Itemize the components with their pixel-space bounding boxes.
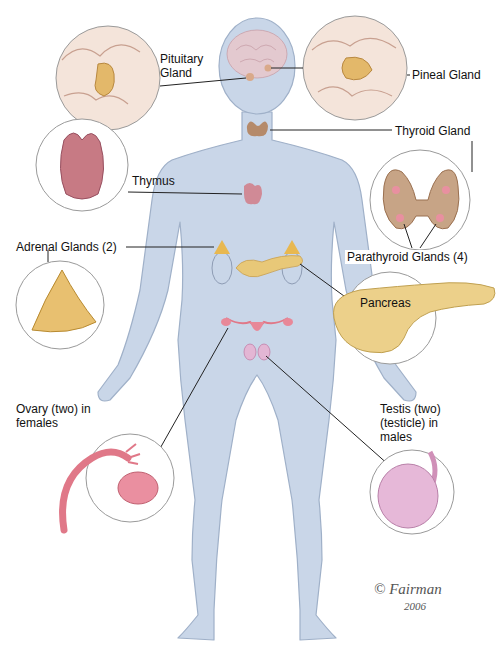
- adrenal-inset-shape: [32, 270, 96, 332]
- ovary-right-small: [283, 318, 293, 326]
- inset-circle: [56, 26, 160, 130]
- leader-line: [420, 224, 436, 248]
- inset-circle: [303, 16, 407, 120]
- testis-inset: [266, 356, 454, 534]
- testis-inset-shape: [378, 464, 438, 528]
- signature-year: 2006: [404, 599, 426, 613]
- gland-label: Thyroid Gland: [395, 124, 470, 138]
- inset-circle: [36, 119, 128, 211]
- fimbriae: [126, 444, 140, 464]
- pancreas-small: [236, 256, 303, 277]
- parathyroid-dot: [396, 214, 404, 222]
- thymus-inset: [36, 119, 242, 211]
- pituitary-dot: [246, 73, 254, 81]
- pituitary-gland-inset: [95, 63, 114, 96]
- brain: [227, 30, 287, 78]
- leader-line: [472, 141, 473, 172]
- ovary-left-small: [221, 318, 231, 326]
- leader-line: [404, 224, 412, 248]
- inset-circle: [16, 261, 104, 349]
- pineal-dot: [265, 65, 272, 72]
- brain-folds-inset: [62, 45, 140, 104]
- inset-circle: [86, 434, 174, 522]
- thyroid-small: [247, 121, 268, 136]
- pituitary-inset: [56, 26, 246, 130]
- leader-line: [270, 130, 392, 131]
- gland-label: Pancreas: [360, 296, 411, 310]
- parathyroid-dot: [442, 186, 450, 194]
- leader-line: [271, 68, 303, 69]
- head: [219, 18, 295, 114]
- leader-line: [126, 247, 214, 248]
- gland-label: Testis (two) (testicle) in males: [380, 402, 460, 444]
- parathyroid-dot: [392, 186, 400, 194]
- inset-circle: [370, 450, 454, 534]
- leader-line: [128, 192, 242, 194]
- pancreas-inset: [300, 264, 495, 364]
- kidney-left: [212, 252, 232, 284]
- brain-folds-inset: [312, 38, 396, 96]
- body-outline: [98, 112, 416, 640]
- pancreas-inset-shape: [334, 283, 495, 353]
- pineal-inset: [271, 16, 410, 120]
- thymus-inset-shape: [60, 133, 103, 199]
- gland-label: Parathyroid Glands (4): [345, 250, 470, 264]
- gland-label: Ovary (two) in females: [16, 402, 96, 430]
- adrenal-right: [284, 240, 300, 254]
- thyroid-inset: [270, 130, 472, 250]
- adrenal-inset: [16, 247, 214, 349]
- gland-label: Adrenal Glands (2): [16, 240, 117, 254]
- ovary-inset: [63, 328, 228, 530]
- gland-label: Pineal Gland: [412, 68, 481, 82]
- adrenal-left: [214, 240, 230, 254]
- thymus-small: [244, 183, 262, 204]
- brain-folds: [236, 45, 276, 62]
- leader-line: [266, 356, 390, 466]
- ovary-inset-shape: [118, 472, 158, 504]
- artist-signature: © Fairman: [374, 580, 442, 598]
- testis-left-small: [244, 344, 256, 360]
- parathyroid-dot: [436, 214, 444, 222]
- thyroid-gland-inset: [383, 170, 459, 229]
- leader-line: [300, 264, 344, 296]
- gland-label: Pituitary Gland: [160, 52, 220, 80]
- pineal-gland-inset: [342, 57, 372, 80]
- gland-label: Thymus: [132, 174, 175, 188]
- leader-line: [158, 328, 228, 452]
- leader-line: [407, 75, 410, 76]
- uterus-body-small: [250, 322, 264, 331]
- inset-circle: [370, 150, 470, 250]
